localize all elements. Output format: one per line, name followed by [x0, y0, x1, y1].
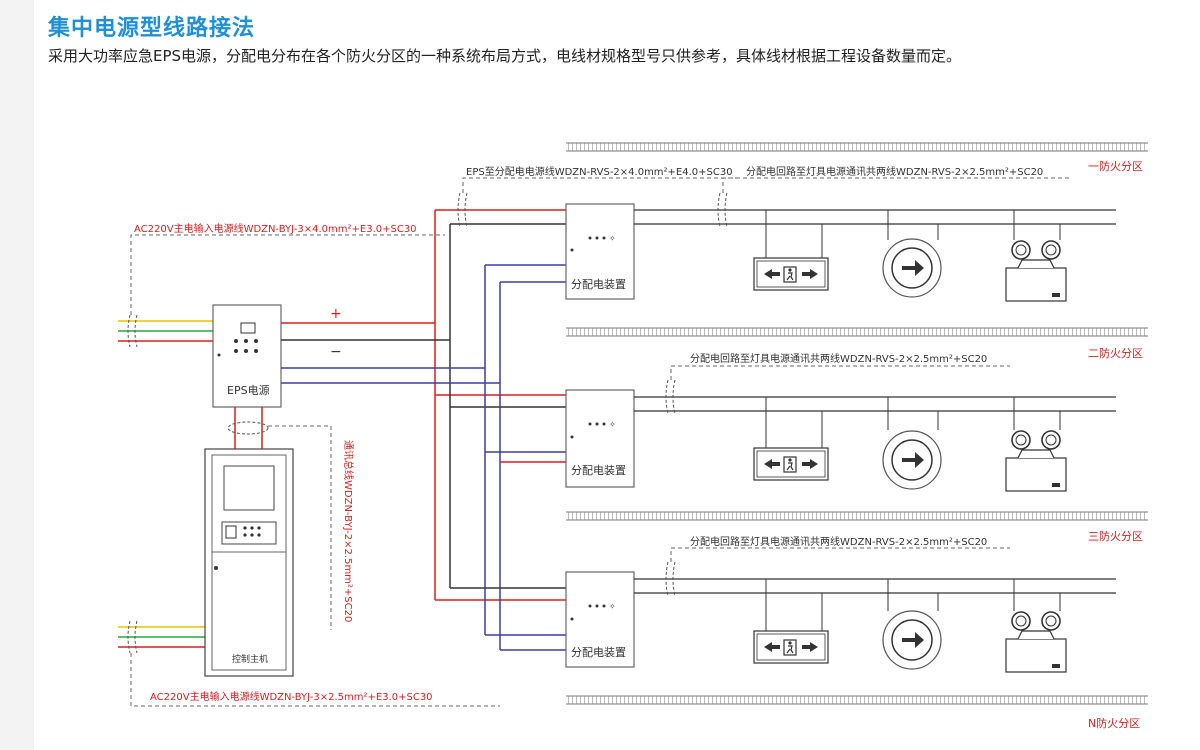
exit-sign-icon: [753, 630, 829, 664]
exit-sign-icon: [753, 447, 829, 481]
emergency-light-icon: [1005, 240, 1067, 302]
eps-feed-marker: [457, 192, 461, 228]
page-subtitle: 采用大功率应急EPS电源，分配电分布在各个防火分区的一种系统布局方式，电线材规格…: [48, 47, 962, 65]
zone2-branch-label: 分配电回路至灯具电源通讯共两线WDZN-RVS-2×2.5mm²+SC20: [690, 352, 987, 365]
trunk-positive: [281, 209, 566, 601]
page-side-band: [0, 0, 34, 750]
zone3-branch-label: 分配电回路至灯具电源通讯共两线WDZN-RVS-2×2.5mm²+SC20: [690, 535, 987, 548]
ac-input-top-leader: [130, 234, 445, 315]
zone-label-1: 一防火分区: [1088, 159, 1143, 173]
ac-input-top-label: AC220V主电输入电源线WDZN-BYJ-3×4.0mm²+E3.0+SC30: [134, 222, 417, 235]
comm-bus-wires: [281, 264, 566, 651]
zone-label-3: 三防火分区: [1088, 529, 1143, 543]
zone1-branch-wires: [634, 177, 1116, 258]
dist-unit-1-label: 分配电装置: [571, 278, 626, 291]
trunk-negative: [281, 223, 566, 589]
ceiling-bar-zone3: [566, 511, 1148, 521]
eps-feed-label: EPS至分配电电源线WDZN-RVS-2×4.0mm²+E4.0+SC30: [466, 165, 733, 178]
direction-light-icon: [882, 238, 942, 298]
zone-label-n: N防火分区: [1088, 716, 1140, 730]
ceiling-bar-zone2: [566, 327, 1148, 337]
eps-power-unit: EPS电源: [212, 304, 282, 408]
direction-light-icon: [882, 610, 942, 670]
comm-bus-label: 通讯总线WDZN-BYJ-2×2.5mm²+SC20: [342, 440, 355, 622]
zone1-branch-label: 分配电回路至灯具电源通讯共两线WDZN-RVS-2×2.5mm²+SC20: [746, 165, 1043, 178]
svg-text:✧: ✧: [609, 234, 616, 243]
direction-light-icon: [882, 430, 942, 490]
dist-unit-3-label: 分配电装置: [571, 646, 626, 659]
distribution-unit-1: ✧ 分配电装置: [565, 203, 635, 300]
minus-sign: −: [330, 344, 342, 360]
zone3-branch-wires: [634, 547, 1116, 631]
svg-text:✧: ✧: [609, 602, 616, 611]
emergency-light-icon: [1005, 611, 1067, 673]
dist-unit-2-label: 分配电装置: [571, 464, 626, 477]
distribution-unit-3: ✧ 分配电装置: [565, 571, 635, 668]
emergency-light-icon: [1005, 430, 1067, 492]
zone2-branch-wires: [634, 365, 1116, 448]
exit-sign-icon: [753, 257, 829, 291]
ac-input-top-wires: [118, 314, 213, 348]
ac-input-bottom-leader: [130, 653, 500, 707]
ceiling-bar-zoneN: [566, 695, 1148, 705]
controller-label: 控制主机: [232, 653, 268, 665]
ac-input-bottom-label: AC220V主电输入电源线WDZN-BYJ-3×2.5mm²+E3.0+SC30: [150, 690, 433, 703]
eps-controller-links: [227, 407, 332, 630]
zone-label-2: 二防火分区: [1088, 346, 1143, 360]
control-host-cabinet: 控制主机: [204, 448, 294, 677]
ceiling-bar-zone1: [566, 142, 1148, 152]
plus-sign: +: [330, 306, 342, 322]
ac-input-bottom-wires: [118, 620, 205, 654]
distribution-unit-2: ✧ 分配电装置: [565, 389, 635, 488]
eps-label: EPS电源: [227, 383, 270, 397]
page-title: 集中电源型线路接法: [48, 16, 256, 41]
svg-text:✧: ✧: [609, 420, 616, 429]
